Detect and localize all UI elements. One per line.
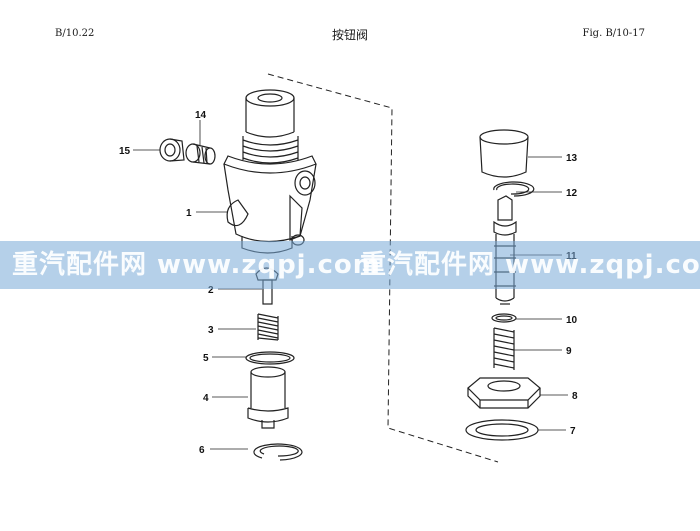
assembly-guide-line	[267, 73, 499, 463]
part-7-washer	[465, 419, 539, 441]
callout-6: 6	[199, 445, 205, 456]
watermark-text-left: 重汽配件网 www.zqpj.com	[12, 250, 381, 280]
callout-15: 15	[119, 146, 131, 157]
part-1-valve-body	[223, 89, 317, 254]
callout-14: 14	[195, 110, 207, 121]
part-3-spring	[257, 313, 279, 341]
callout-10: 10	[566, 315, 578, 326]
page-code: B/10.22	[55, 28, 95, 39]
part-15-nut	[159, 138, 185, 162]
callout-13: 13	[566, 153, 578, 164]
callout-5: 5	[203, 353, 209, 364]
part-12-circlip	[493, 181, 535, 197]
part-9-spring	[493, 327, 515, 370]
watermark-text-right: 重汽配件网 www.zqpj.com	[360, 250, 700, 280]
callout-1: 1	[186, 208, 192, 219]
figure-number: Fig. B/10-17	[582, 28, 645, 39]
watermark-band	[0, 241, 700, 289]
part-5-ring	[245, 351, 295, 365]
part-6-snap-ring	[253, 443, 303, 461]
part-14-fitting	[185, 143, 216, 165]
part-4-sleeve	[247, 366, 289, 429]
callout-leaders	[133, 120, 568, 450]
part-8-hex-nut	[467, 377, 541, 409]
part-13-cap	[479, 129, 529, 178]
callout-7: 7	[570, 426, 576, 437]
callout-2: 2	[208, 285, 214, 296]
callout-9: 9	[566, 346, 572, 357]
callout-12: 12	[566, 188, 578, 199]
callout-4: 4	[203, 393, 209, 404]
callout-3: 3	[208, 325, 214, 336]
page-title: 按钮阀	[331, 28, 368, 42]
part-10-oring	[491, 313, 517, 323]
callout-8: 8	[572, 391, 578, 402]
